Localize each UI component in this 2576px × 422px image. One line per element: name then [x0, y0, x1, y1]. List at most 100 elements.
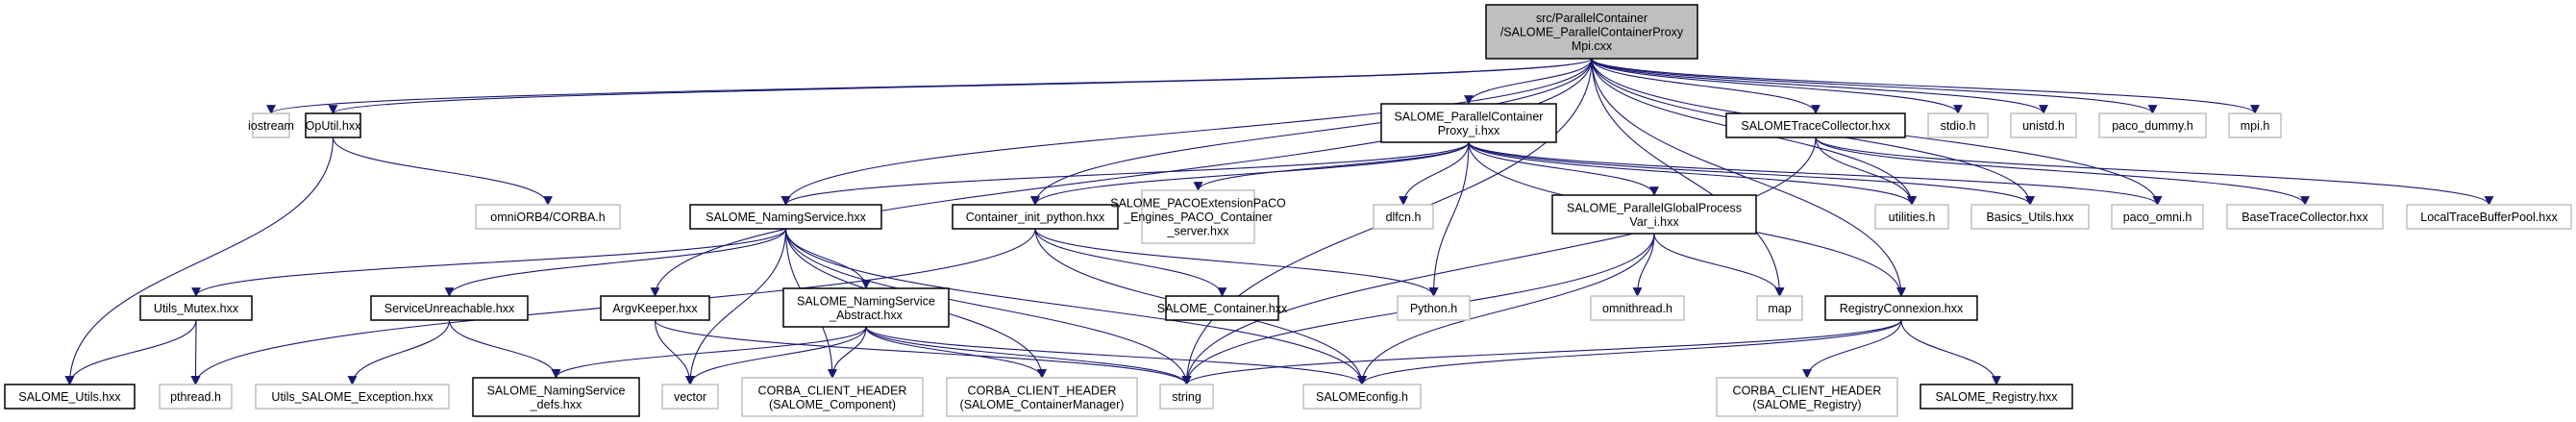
- node-stdio: stdio.h: [1927, 112, 1989, 138]
- edge-gpv-to-config: [1357, 233, 1655, 385]
- node-box: [2406, 204, 2572, 230]
- node-utilities: utilities.h: [1874, 204, 1949, 230]
- edge-proxyi-to-gpv: [1468, 141, 1659, 196]
- node-box: [472, 377, 640, 417]
- node-label: RegistryConnexion.hxx: [1840, 302, 1964, 315]
- node-label: iostream: [248, 119, 294, 133]
- node-box: [2226, 204, 2384, 230]
- node-label: Utils_Mutex.hxx: [154, 302, 239, 315]
- node-utils[interactable]: SALOME_Utils.hxx: [4, 384, 136, 410]
- node-label: LocalTraceBufferPool.hxx: [2420, 211, 2558, 224]
- node-label: SALOME_ParallelContainer: [1395, 110, 1544, 123]
- node-label: Proxy_i.hxx: [1438, 124, 1500, 137]
- node-proxyi[interactable]: SALOME_ParallelContainerProxy_i.hxx: [1380, 103, 1557, 143]
- node-mutex[interactable]: Utils_Mutex.hxx: [139, 295, 253, 321]
- edge-nsa-to-config: [865, 326, 1367, 385]
- node-label: CORBA_CLIENT_HEADER: [968, 384, 1117, 397]
- node-main[interactable]: src/ParallelContainer/SALOME_ParallelCon…: [1485, 4, 1698, 60]
- node-argv[interactable]: ArgvKeeper.hxx: [600, 295, 710, 321]
- node-box: [1756, 295, 1803, 321]
- node-label: Utils_SALOME_Exception.hxx: [271, 390, 433, 404]
- node-label: SALOME_NamingService: [797, 294, 935, 308]
- node-su[interactable]: ServiceUnreachable.hxx: [370, 295, 529, 321]
- node-label: CORBA_CLIENT_HEADER: [758, 384, 907, 397]
- node-label: SALOME_Registry.hxx: [1936, 390, 2059, 404]
- node-omnithread: omnithread.h: [1590, 295, 1685, 321]
- node-box: [1485, 4, 1698, 60]
- edge-nsa-to-cch_cm: [865, 326, 1047, 379]
- edge-main-to-unistd: [1591, 58, 2048, 114]
- node-box: [2098, 112, 2207, 138]
- node-ns[interactable]: SALOME_NamingService.hxx: [689, 204, 882, 230]
- edge-su-to-use: [347, 319, 451, 385]
- edge-nsa-to-vector: [685, 326, 867, 385]
- node-label: SALOMEconfig.h: [1316, 390, 1408, 404]
- node-box: [475, 204, 621, 230]
- node-box: [1373, 204, 1434, 230]
- node-box: [1716, 377, 1898, 417]
- node-label: SALOME_Container.hxx: [1157, 302, 1288, 315]
- node-box: [782, 287, 950, 328]
- node-pacoomni: paco_omni.h: [2111, 204, 2204, 230]
- node-ltbp: LocalTraceBufferPool.hxx: [2406, 204, 2572, 230]
- edge-mutex-to-pthread: [190, 319, 201, 385]
- edge-main-to-stdio: [1591, 58, 1963, 114]
- node-label: Mpi.cxx: [1572, 39, 1613, 53]
- edge-gpv-to-map: [1653, 233, 1785, 297]
- node-label: string: [1172, 390, 1201, 404]
- node-map: map: [1756, 295, 1803, 321]
- node-mpi: mpi.h: [2228, 112, 2282, 138]
- node-string: string: [1159, 384, 1214, 410]
- node-label: _server.hxx: [1167, 225, 1230, 238]
- node-box: [1970, 204, 2090, 230]
- edge-proxyi-to-basics: [1468, 141, 2035, 206]
- node-label: stdio.h: [1941, 119, 1976, 133]
- edge-oputil-to-utils: [64, 137, 334, 385]
- node-box: [2111, 204, 2204, 230]
- node-box: [2010, 112, 2077, 138]
- node-label: /SALOME_ParallelContainerProxy: [1500, 26, 1684, 39]
- node-nsa[interactable]: SALOME_NamingService_Abstract.hxx: [782, 287, 950, 328]
- node-corba: omniORB4/CORBA.h: [475, 204, 621, 230]
- node-box: [1920, 384, 2073, 410]
- edge-ns-to-mutex: [191, 228, 787, 297]
- node-label: (SALOME_ContainerManager): [960, 398, 1125, 411]
- node-container[interactable]: SALOME_Container.hxx: [1157, 295, 1288, 321]
- node-label: ArgvKeeper.hxx: [612, 302, 698, 315]
- edge-main-to-argv: [650, 58, 1593, 297]
- node-label: SALOME_PACOExtensionPaCO: [1110, 197, 1286, 211]
- node-label: map: [1768, 302, 1791, 315]
- edge-regconn-to-string: [1181, 319, 1902, 385]
- node-stc[interactable]: SALOMETraceCollector.hxx: [1725, 112, 1906, 138]
- node-box: [1302, 384, 1422, 410]
- node-label: Var_i.hxx: [1629, 215, 1679, 229]
- node-label: _Engines_PACO_Container: [1123, 211, 1273, 224]
- node-label: BaseTraceCollector.hxx: [2242, 211, 2368, 224]
- edge-gpv-to-omnithread: [1632, 233, 1655, 297]
- node-label: ServiceUnreachable.hxx: [384, 302, 515, 315]
- node-iostream: iostream: [248, 112, 294, 138]
- node-box: [1551, 194, 1757, 235]
- node-unistd: unistd.h: [2010, 112, 2077, 138]
- edge-argv-to-string: [654, 319, 1192, 385]
- node-regconn[interactable]: RegistryConnexion.hxx: [1824, 295, 1978, 321]
- node-box: [952, 204, 1119, 230]
- node-nsdefs[interactable]: SALOME_NamingService_defs.hxx: [472, 377, 640, 417]
- node-label: SALOMETraceCollector.hxx: [1741, 119, 1891, 133]
- node-oputil[interactable]: OpUtil.hxx: [305, 112, 361, 138]
- node-pacodummy: paco_dummy.h: [2098, 112, 2207, 138]
- node-box: [689, 204, 882, 230]
- node-box: [159, 384, 233, 410]
- node-cip[interactable]: Container_init_python.hxx: [952, 204, 1119, 230]
- edge-proxyi-to-pacoomni: [1468, 141, 2163, 206]
- node-cch_comp: CORBA_CLIENT_HEADER(SALOME_Component): [741, 377, 924, 417]
- edge-stc-to-ltbp: [1815, 137, 2494, 206]
- edge-ns-to-su: [444, 228, 787, 297]
- node-registry[interactable]: SALOME_Registry.hxx: [1920, 384, 2073, 410]
- node-label: utilities.h: [1889, 211, 1936, 224]
- node-box: [1141, 189, 1255, 244]
- node-cch_reg: CORBA_CLIENT_HEADER(SALOME_Registry): [1716, 377, 1898, 417]
- edge-regconn-to-cch_reg: [1802, 319, 1902, 379]
- node-box: [252, 112, 290, 138]
